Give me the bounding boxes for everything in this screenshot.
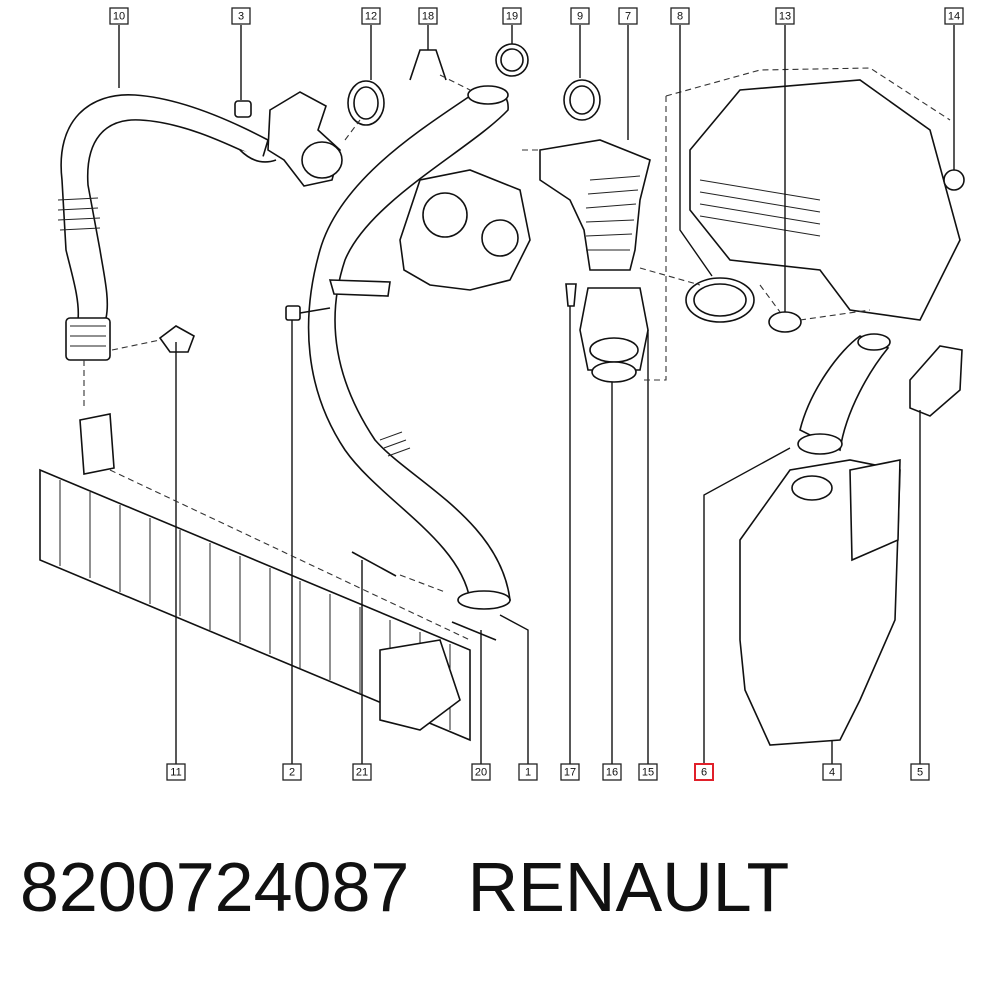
callout-11: 11: [166, 763, 186, 781]
part-13-grommet: [768, 311, 802, 333]
callout-7: 7: [618, 7, 638, 25]
callout-number: 13: [779, 11, 791, 23]
callout-labels: 10 3 12 18 19 9 7 8 13 14 11 2 21 20 1 17 16 15 6 4 5: [109, 7, 964, 781]
callout-box: [944, 7, 964, 25]
part-8-clamp: [685, 277, 755, 323]
callout-box: [570, 7, 590, 25]
callout-6: 6: [694, 763, 714, 781]
callout-box: [694, 763, 714, 781]
callout-box: [822, 763, 842, 781]
callout-box: [231, 7, 251, 25]
callout-number: 16: [606, 767, 618, 779]
part-15-flowmeter: [579, 287, 649, 371]
callout-19: 19: [502, 7, 522, 25]
callout-box: [471, 763, 491, 781]
callout-number: 11: [170, 767, 181, 779]
part-bracket: [328, 279, 391, 297]
callout-number: 18: [422, 11, 434, 23]
callout-number: 7: [625, 11, 631, 23]
callout-box: [670, 7, 690, 25]
part-19-oring: [495, 43, 529, 77]
part-6-resonator-hose: [797, 333, 891, 455]
part-14-grommet: [943, 169, 965, 191]
callout-2: 2: [282, 763, 302, 781]
part-5-gasket: [909, 345, 963, 417]
callout-4: 4: [822, 763, 842, 781]
callout-box: [775, 7, 795, 25]
leader-lines: [118, 25, 955, 764]
callout-20: 20: [471, 763, 491, 781]
part-throttle-sensor: [239, 91, 343, 187]
callout-box: [618, 7, 638, 25]
part-10-intercooler-hose: [57, 94, 269, 361]
callout-12: 12: [361, 7, 381, 25]
callout-box: [352, 763, 372, 781]
callout-number: 9: [577, 11, 583, 23]
callout-box: [560, 763, 580, 781]
callout-number: 20: [475, 767, 487, 779]
callout-8: 8: [670, 7, 690, 25]
callout-box: [109, 7, 129, 25]
part-11-clip: [158, 325, 195, 353]
callout-box: [166, 763, 186, 781]
callout-number: 14: [948, 11, 960, 23]
callout-number: 6: [701, 767, 707, 779]
part-16-seal: [591, 361, 637, 383]
callout-number: 10: [113, 11, 125, 23]
part-3-nut: [234, 100, 252, 118]
callout-number: 8: [677, 11, 683, 23]
part-9-clamp: [563, 79, 601, 121]
callout-box: [518, 763, 538, 781]
callout-17: 17: [560, 763, 580, 781]
callout-number: 3: [238, 11, 244, 23]
callout-box: [638, 763, 658, 781]
part-12-clamp: [347, 80, 385, 126]
callout-3: 3: [231, 7, 251, 25]
callout-10: 10: [109, 7, 129, 25]
callout-21: 21: [352, 763, 372, 781]
callout-box: [602, 763, 622, 781]
callout-1: 1: [518, 763, 538, 781]
callout-5: 5: [910, 763, 930, 781]
part-21-clip: [351, 551, 397, 577]
part-7-air-duct: [539, 139, 651, 271]
part-4-resonator: [739, 459, 901, 746]
callout-number: 12: [365, 11, 377, 23]
callout-number: 5: [917, 767, 923, 779]
callout-box: [361, 7, 381, 25]
callout-number: 19: [506, 11, 518, 23]
part-2-bolt: [285, 305, 331, 321]
callout-13: 13: [775, 7, 795, 25]
caption: 8200724087 RENAULT: [20, 852, 789, 922]
callout-16: 16: [602, 763, 622, 781]
part-number: 8200724087: [20, 848, 410, 926]
brand-name: RENAULT: [467, 848, 790, 926]
callout-14: 14: [944, 7, 964, 25]
part-air-filter-box: [665, 67, 961, 321]
part-17-screw: [565, 283, 577, 307]
callout-number: 15: [642, 767, 654, 779]
callout-9: 9: [570, 7, 590, 25]
callout-box: [282, 763, 302, 781]
callout-18: 18: [418, 7, 438, 25]
dashed-assembly-lines: [83, 74, 871, 641]
callout-number: 17: [564, 767, 576, 779]
part-turbocharger: [399, 169, 531, 291]
callout-box: [910, 763, 930, 781]
callout-number: 1: [525, 767, 531, 779]
callout-number: 2: [289, 767, 295, 779]
callout-number: 4: [829, 767, 835, 779]
part-20-seal: [451, 621, 497, 641]
callout-15: 15: [638, 763, 658, 781]
part-1-main-hose: [307, 85, 511, 610]
callout-box: [502, 7, 522, 25]
callout-box: [418, 7, 438, 25]
parts-diagram: 10 3 12 18 19 9 7 8 13 14 11 2 21 20 1 17 16 15 6 4 5: [39, 7, 965, 781]
callout-number: 21: [356, 767, 368, 779]
